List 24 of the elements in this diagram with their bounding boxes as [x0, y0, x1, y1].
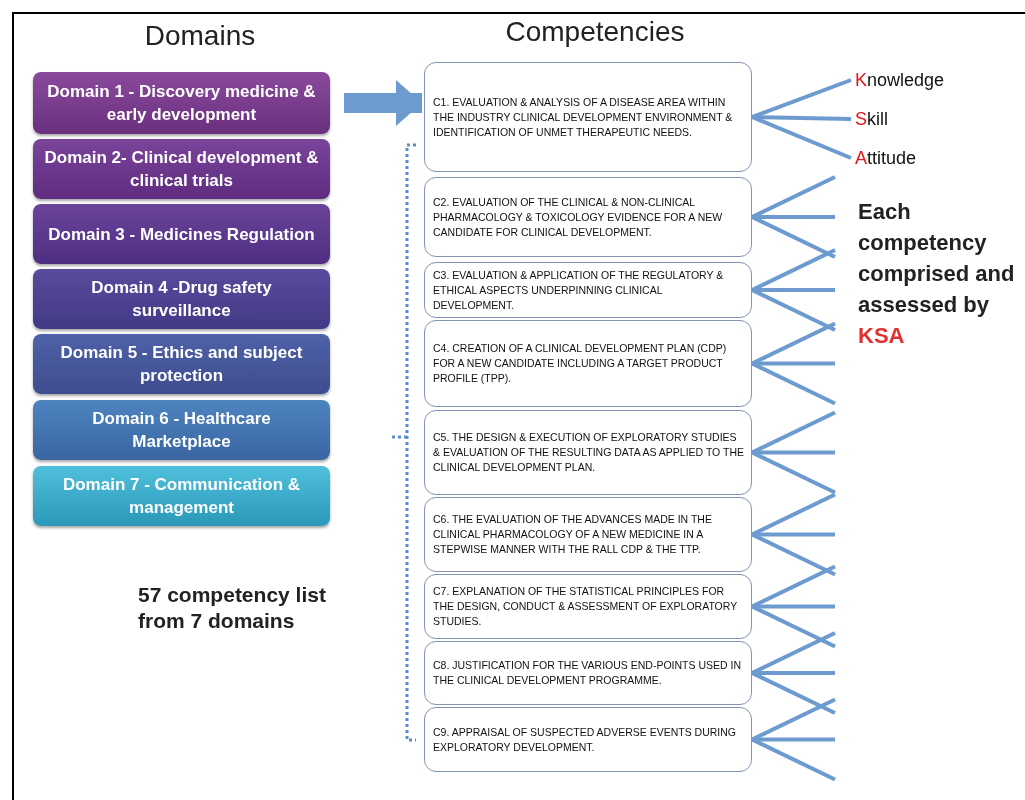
competency-box: C3. EVALUATION & APPLICATION OF THE REGULATORY & ETHICAL ASPECTS UNDERPINNING CLINICAL DEVELOPMENT.	[424, 262, 752, 318]
ksa-term: Attitude	[855, 145, 945, 171]
domain-box: Domain 5 - Ethics and subject protection	[33, 334, 330, 394]
domain-box: Domain 7 - Communication & management	[33, 466, 330, 526]
competency-box: C9. APPRAISAL OF SUSPECTED ADVERSE EVENTS DURING EXPLORATORY DEVELOPMENT.	[424, 707, 752, 772]
competency-box: C7. EXPLANATION OF THE STATISTICAL PRINCIPLES FOR THE DESIGN, CONDUCT & ASSESSMENT OF EXPLORATORY STUDIES.	[424, 574, 752, 639]
domain-box: Domain 6 - Healthcare Marketplace	[33, 400, 330, 460]
competency-box: C6. THE EVALUATION OF THE ADVANCES MADE IN THE CLINICAL PHARMACOLOGY OF A NEW MEDICINE IN A STEPWISE MANNER WITH THE RALL CDP & THE TTP.	[424, 497, 752, 572]
column-heading: Domains	[143, 19, 257, 53]
competency-box: C5. THE DESIGN & EXECUTION OF EXPLORATORY STUDIES & EVALUATION OF THE RESULTING DATA AS APPLIED TO THE CLINICAL DEVELOPMENT PLAN.	[424, 410, 752, 495]
ksa-note: Each competency comprised and assessed by KSA	[858, 198, 1016, 350]
ksa-term: Skill	[855, 106, 925, 132]
arrow	[344, 80, 422, 126]
domain-box: Domain 1 - Discovery medicine & early development	[33, 72, 330, 134]
competency-box: C2. EVALUATION OF THE CLINICAL & NON-CLINICAL PHARMACOLOGY & TOXICOLOGY EVIDENCE FOR A NEW CANDIDATE FOR CLINICAL DEVELOPMENT.	[424, 177, 752, 257]
competency-box: C8. JUSTIFICATION FOR THE VARIOUS END-POINTS USED IN THE CLINICAL DEVELOPMENT PROGRAMME.	[424, 641, 752, 705]
domain-box: Domain 4 -Drug safety surveillance	[33, 269, 330, 329]
summary-note: 57 competency list from 7 domains	[138, 582, 327, 635]
ksa-term: Knowledge	[855, 67, 965, 93]
competency-box: C4. CREATION OF A CLINICAL DEVELOPMENT PLAN (CDP) FOR A NEW CANDIDATE INCLUDING A TARGET PRODUCT PROFILE (TPP).	[424, 320, 752, 407]
domain-box: Domain 3 - Medicines Regulation	[33, 204, 330, 264]
column-heading: Competencies	[504, 15, 686, 49]
domain-box: Domain 2- Clinical development & clinical trials	[33, 139, 330, 199]
competency-box: C1. EVALUATION & ANALYSIS OF A DISEASE AREA WITHIN THE INDUSTRY CLINICAL DEVELOPMENT ENVIRONMENT & IDENTIFICATION OF UNMET THERAPEUTIC NEEDS.	[424, 62, 752, 172]
